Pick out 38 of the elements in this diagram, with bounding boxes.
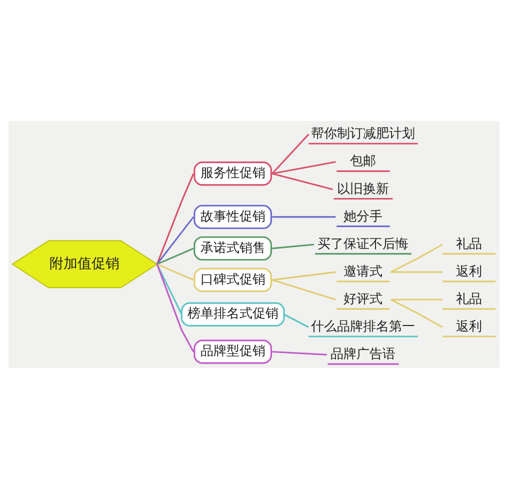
connector <box>284 313 309 328</box>
connector <box>272 270 336 280</box>
node-box: 故事性促销 <box>194 204 272 229</box>
node-box: 品牌型促销 <box>194 339 272 364</box>
connector <box>390 298 442 300</box>
node-text: 买了保证不后悔 <box>318 236 409 252</box>
node-text: 返利 <box>456 264 482 279</box>
connector <box>156 263 194 352</box>
node-text: 礼品 <box>456 236 482 252</box>
node-text: 好评式 <box>344 291 383 306</box>
node-box: 榜单排名式促销 <box>180 302 285 326</box>
node-text: 邀请式 <box>344 264 383 279</box>
connector <box>272 278 336 300</box>
node-text: 包邮 <box>350 154 376 169</box>
connector <box>156 216 194 264</box>
node-text: 帮你制订减肥计划 <box>311 126 416 142</box>
connector <box>272 350 327 355</box>
connector <box>272 160 336 174</box>
connector <box>390 243 443 272</box>
connector <box>156 262 194 280</box>
connector <box>272 172 333 190</box>
connector <box>272 243 314 249</box>
node-box: 服务性促销 <box>194 161 272 186</box>
node-text: 以旧换新 <box>337 181 390 196</box>
node-text: 品牌广告语 <box>330 346 396 362</box>
node-text: 礼品 <box>456 291 482 306</box>
node-text: 她分手 <box>344 208 383 224</box>
node-box: 口碑式促销 <box>194 267 272 292</box>
node-box: 承诺式销售 <box>194 236 272 260</box>
connector <box>272 216 336 218</box>
connector <box>156 172 194 264</box>
node-text: 返利 <box>456 319 482 334</box>
connector <box>156 263 182 314</box>
connector <box>156 247 194 264</box>
connector <box>272 133 310 174</box>
connector <box>390 298 443 328</box>
connector <box>390 270 442 272</box>
node-text: 什么品牌排名第一 <box>311 319 416 334</box>
